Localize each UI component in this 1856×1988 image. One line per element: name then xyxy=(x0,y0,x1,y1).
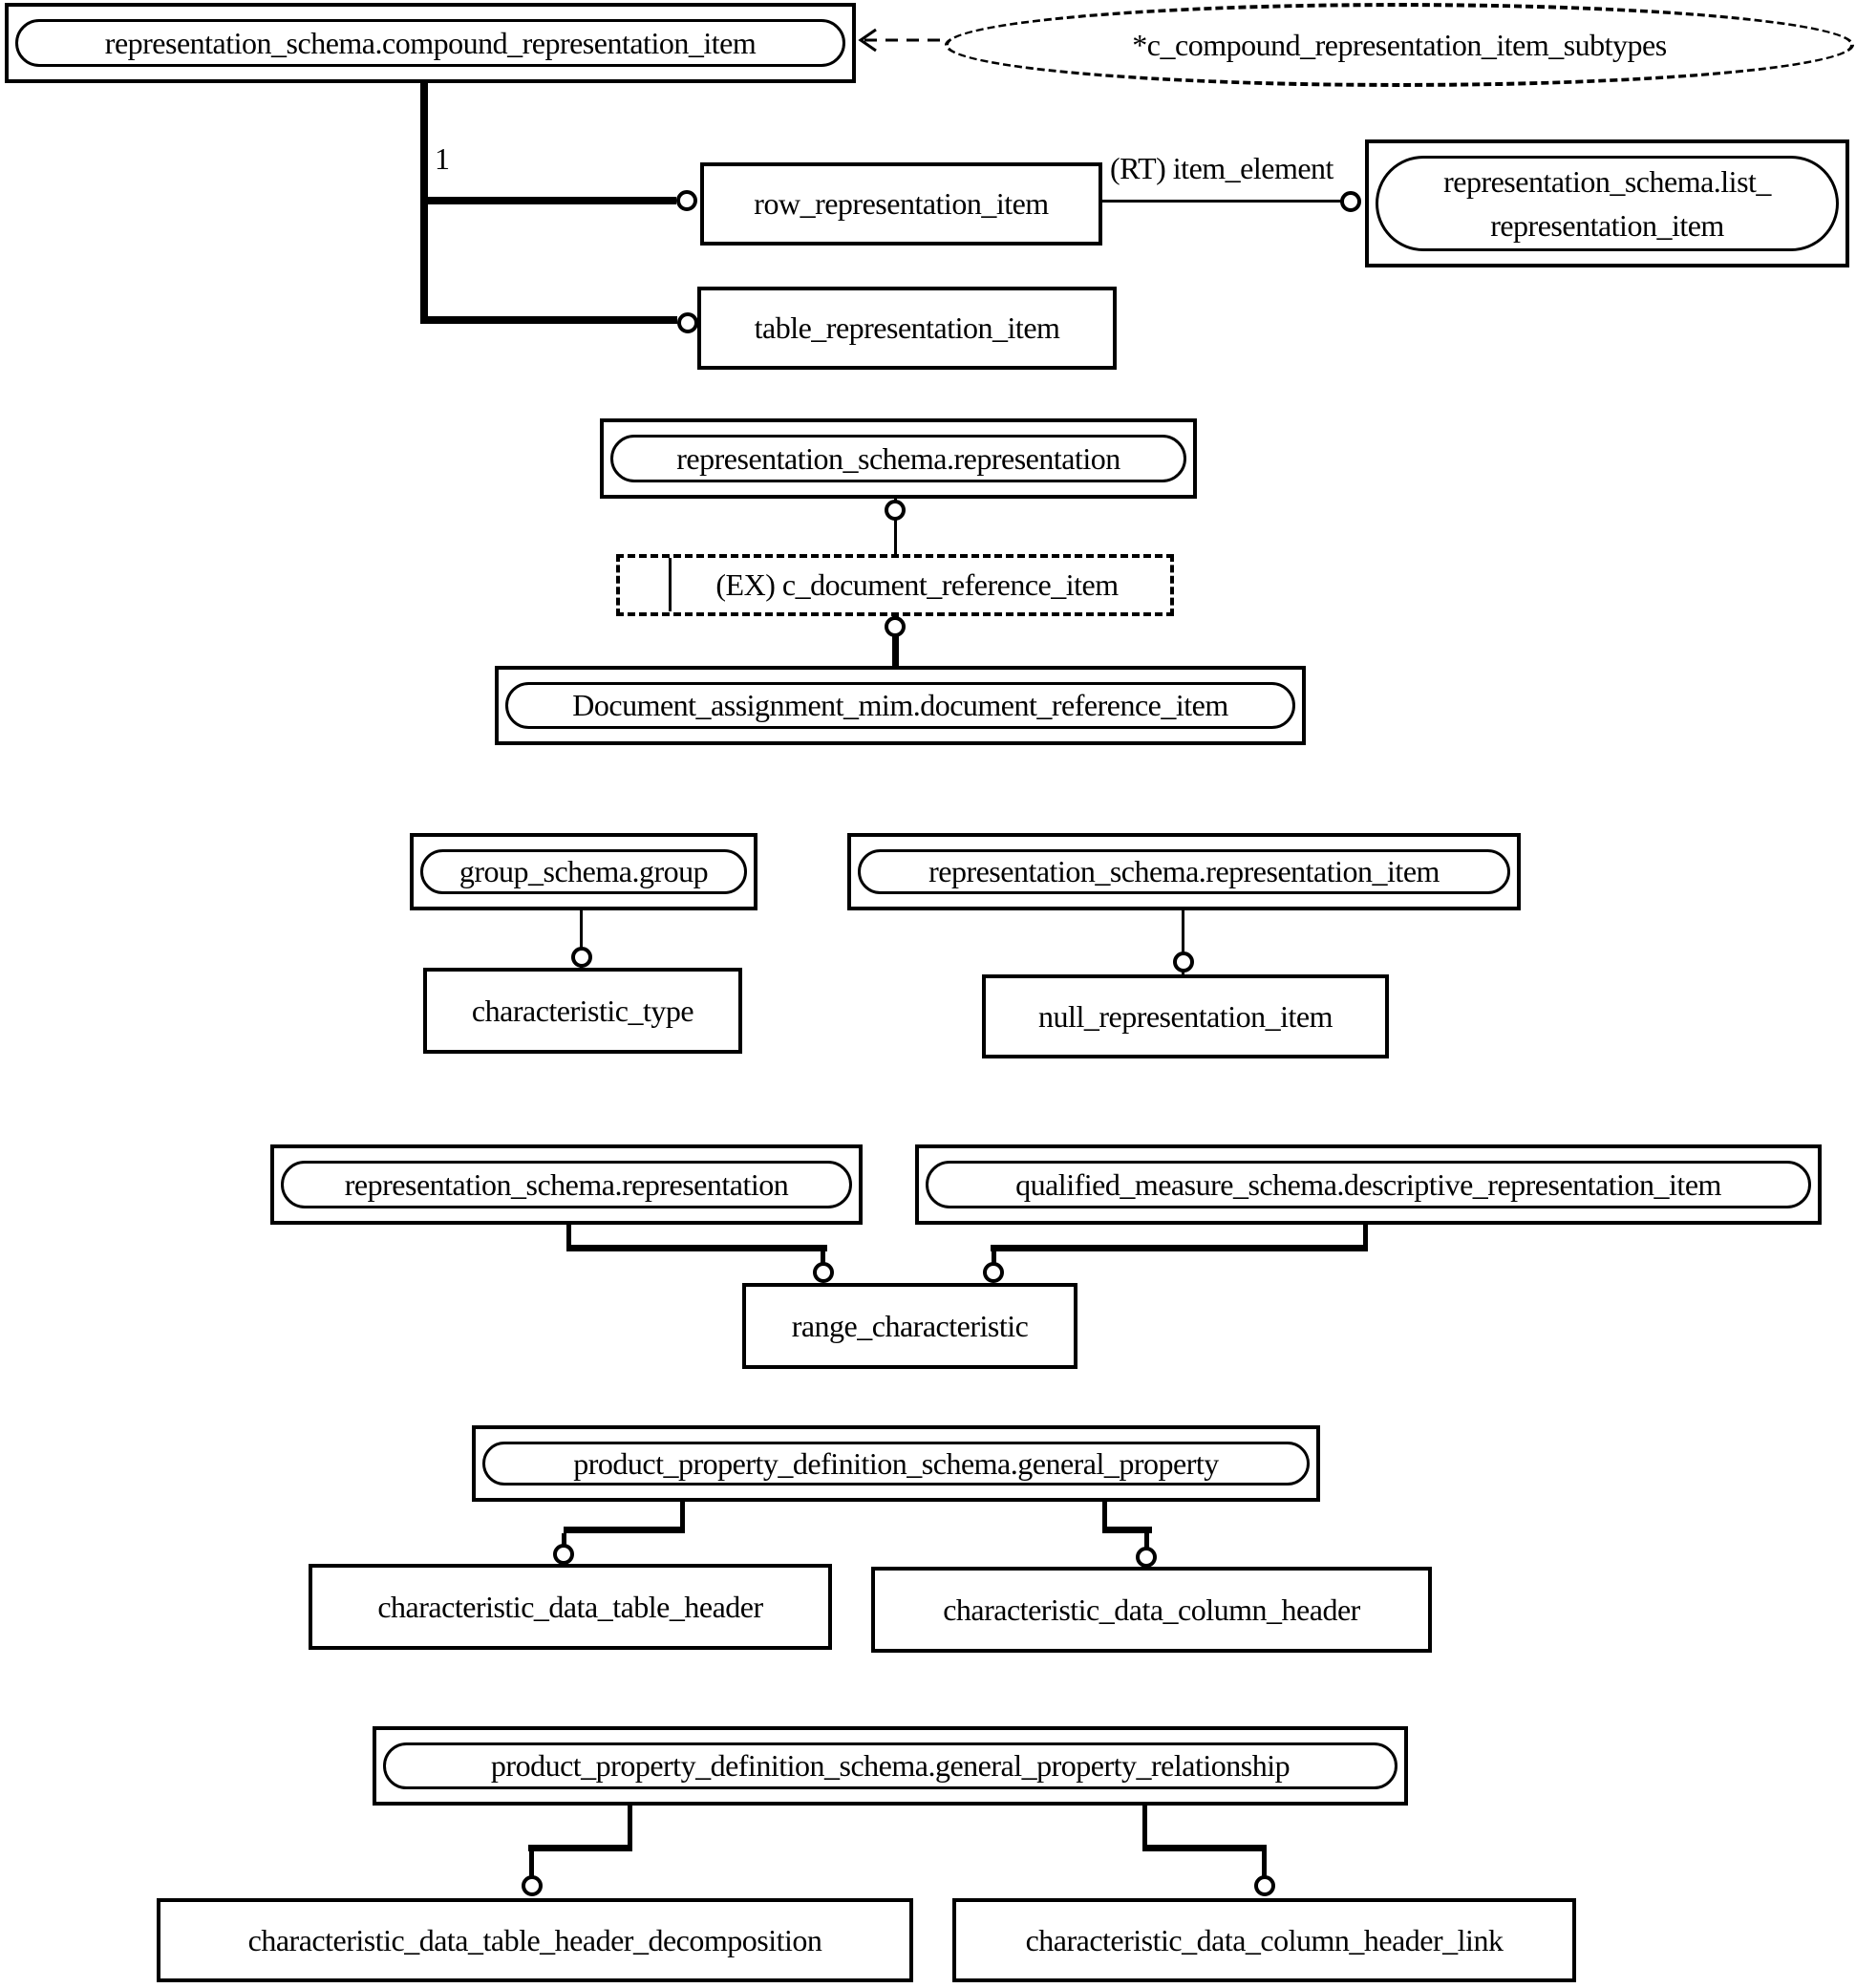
edge-genprop-columnheader-v1 xyxy=(1102,1502,1107,1531)
entity-table-representation-item: table_representation_item xyxy=(697,287,1117,370)
stadium-shape: representation_schema.representation xyxy=(281,1161,852,1208)
circle-list-connector xyxy=(1340,191,1361,212)
edge-gprel-link-h xyxy=(1142,1845,1267,1851)
entity-label-line1: representation_schema.list_ xyxy=(1443,163,1771,199)
circle-table-connector xyxy=(677,312,698,333)
edge-representation-range-v1 xyxy=(566,1225,571,1250)
entity-label: characteristic_data_table_header_decompo… xyxy=(247,1922,822,1957)
entity-row-representation-item: row_representation_item xyxy=(700,162,1102,246)
stadium-shape: group_schema.group xyxy=(420,849,747,894)
stadium-shape: representation_schema.list_ representati… xyxy=(1376,156,1839,251)
entity-representation-schema-representation-item: representation_schema.representation_ite… xyxy=(847,833,1521,910)
stadium-shape: product_property_definition_schema.gener… xyxy=(482,1442,1310,1486)
circle-characteristic-type xyxy=(571,947,592,968)
entity-label: range_characteristic xyxy=(791,1308,1029,1343)
edge-repitem-to-nullrep xyxy=(1182,910,1184,974)
entity-label: qualified_measure_schema.descriptive_rep… xyxy=(1015,1166,1721,1202)
entity-label: row_representation_item xyxy=(754,186,1049,222)
entity-group-schema-group: group_schema.group xyxy=(410,833,757,910)
ellipse-label: *c_compound_representation_item_subtypes xyxy=(1132,27,1667,62)
entity-label: representation_schema.representation xyxy=(344,1166,789,1202)
entity-label: null_representation_item xyxy=(1038,998,1333,1034)
entity-label-line2: representation_item xyxy=(1490,208,1724,243)
entity-descriptive-representation-item: qualified_measure_schema.descriptive_rep… xyxy=(915,1144,1822,1225)
edge-genprop-tableheader-v1 xyxy=(680,1502,685,1531)
entity-characteristic-data-column-header-link: characteristic_data_column_header_link xyxy=(952,1898,1576,1982)
entity-characteristic-type: characteristic_type xyxy=(423,968,742,1054)
edge-compound-to-table xyxy=(427,316,677,324)
circle-table-header-decomposition xyxy=(522,1875,543,1896)
edge-genprop-columnheader-h xyxy=(1102,1527,1152,1533)
circle-range-left xyxy=(813,1262,834,1283)
relation-label: (RT) item_element xyxy=(1110,151,1333,185)
entity-label: group_schema.group xyxy=(459,854,709,889)
entity-label: product_property_definition_schema.gener… xyxy=(490,1748,1291,1784)
stadium-shape: qualified_measure_schema.descriptive_rep… xyxy=(926,1161,1811,1208)
circle-null-representation xyxy=(1173,951,1194,973)
edge-representation-range-h xyxy=(566,1245,827,1251)
edge-gprel-decomposition-v2 xyxy=(529,1851,534,1878)
circle-table-header xyxy=(553,1544,574,1565)
entity-representation-schema-representation-2: representation_schema.representation xyxy=(270,1144,863,1225)
entity-label: characteristic_data_table_header xyxy=(377,1589,763,1624)
entity-document-assignment-mim: Document_assignment_mim.document_referen… xyxy=(495,666,1306,745)
edge-gprel-link-v2 xyxy=(1262,1851,1267,1878)
edge-gprel-link-v1 xyxy=(1142,1806,1147,1849)
circle-range-right xyxy=(983,1262,1004,1283)
edge-representation-range-v2 xyxy=(821,1251,825,1265)
entity-label: characteristic_type xyxy=(471,993,694,1028)
cardinality-label: 1 xyxy=(435,141,450,176)
entity-general-property-relationship: product_property_definition_schema.gener… xyxy=(373,1726,1408,1806)
entity-label: product_property_definition_schema.gener… xyxy=(573,1445,1219,1481)
stadium-shape: representation_schema.representation_ite… xyxy=(858,849,1510,894)
edge-descriptive-range-h xyxy=(991,1245,1368,1251)
dashed-arrow-icon xyxy=(858,28,949,53)
edge-gprel-decomposition-v1 xyxy=(628,1806,632,1849)
edge-docref-to-docassignment xyxy=(892,616,899,666)
edge-compound-to-row xyxy=(427,197,676,204)
stadium-shape: Document_assignment_mim.document_referen… xyxy=(505,682,1295,729)
entity-label: (EX) c_document_reference_item xyxy=(715,567,1119,603)
entity-label: representation_schema.compound_represent… xyxy=(104,25,757,60)
entity-characteristic-data-table-header: characteristic_data_table_header xyxy=(309,1564,832,1650)
stadium-shape: product_property_definition_schema.gener… xyxy=(383,1742,1397,1789)
edge-group-to-characteristic-type xyxy=(580,910,583,968)
entity-label: representation_schema.representation_ite… xyxy=(928,854,1440,889)
edge-genprop-columnheader-v2 xyxy=(1144,1533,1149,1549)
subtypes-constraint-ellipse: *c_compound_representation_item_subtypes xyxy=(945,3,1854,87)
entity-range-characteristic: range_characteristic xyxy=(742,1283,1077,1369)
entity-label: characteristic_data_column_header_link xyxy=(1025,1922,1504,1957)
entity-c-document-reference-item: (EX) c_document_reference_item xyxy=(616,554,1174,616)
entity-representation-schema-representation: representation_schema.representation xyxy=(600,418,1197,499)
edge-gprel-decomposition-h xyxy=(528,1845,632,1851)
entity-label: representation_schema.representation xyxy=(676,440,1120,476)
circle-docref-bottom xyxy=(885,616,906,637)
circle-row-connector xyxy=(676,190,697,211)
edge-descriptive-range-v2 xyxy=(992,1251,996,1265)
entity-list-representation-item: representation_schema.list_ representati… xyxy=(1365,139,1849,267)
circle-docref-top xyxy=(885,500,906,521)
stadium-shape: representation_schema.representation xyxy=(610,435,1186,482)
entity-label: table_representation_item xyxy=(754,310,1060,346)
circle-column-header-link xyxy=(1254,1875,1275,1896)
entity-label: characteristic_data_column_header xyxy=(943,1592,1360,1627)
select-divider-line xyxy=(669,558,672,611)
edge-genprop-tableheader-h xyxy=(564,1527,685,1533)
edge-genprop-tableheader-v2 xyxy=(562,1533,566,1547)
circle-column-header xyxy=(1136,1547,1157,1568)
stadium-shape: representation_schema.compound_represent… xyxy=(15,19,845,67)
entity-label: Document_assignment_mim.document_referen… xyxy=(572,688,1228,723)
edge-descriptive-range-v1 xyxy=(1363,1225,1368,1250)
edge-row-to-list xyxy=(1102,200,1341,203)
entity-general-property: product_property_definition_schema.gener… xyxy=(472,1425,1320,1502)
entity-characteristic-data-table-header-decomposition: characteristic_data_table_header_decompo… xyxy=(157,1898,913,1982)
edge-compound-trunk xyxy=(420,82,428,324)
entity-null-representation-item: null_representation_item xyxy=(982,974,1389,1058)
entity-characteristic-data-column-header: characteristic_data_column_header xyxy=(871,1567,1432,1653)
entity-compound-representation-item: representation_schema.compound_represent… xyxy=(5,3,856,83)
edge-representation-to-docref xyxy=(894,499,897,554)
